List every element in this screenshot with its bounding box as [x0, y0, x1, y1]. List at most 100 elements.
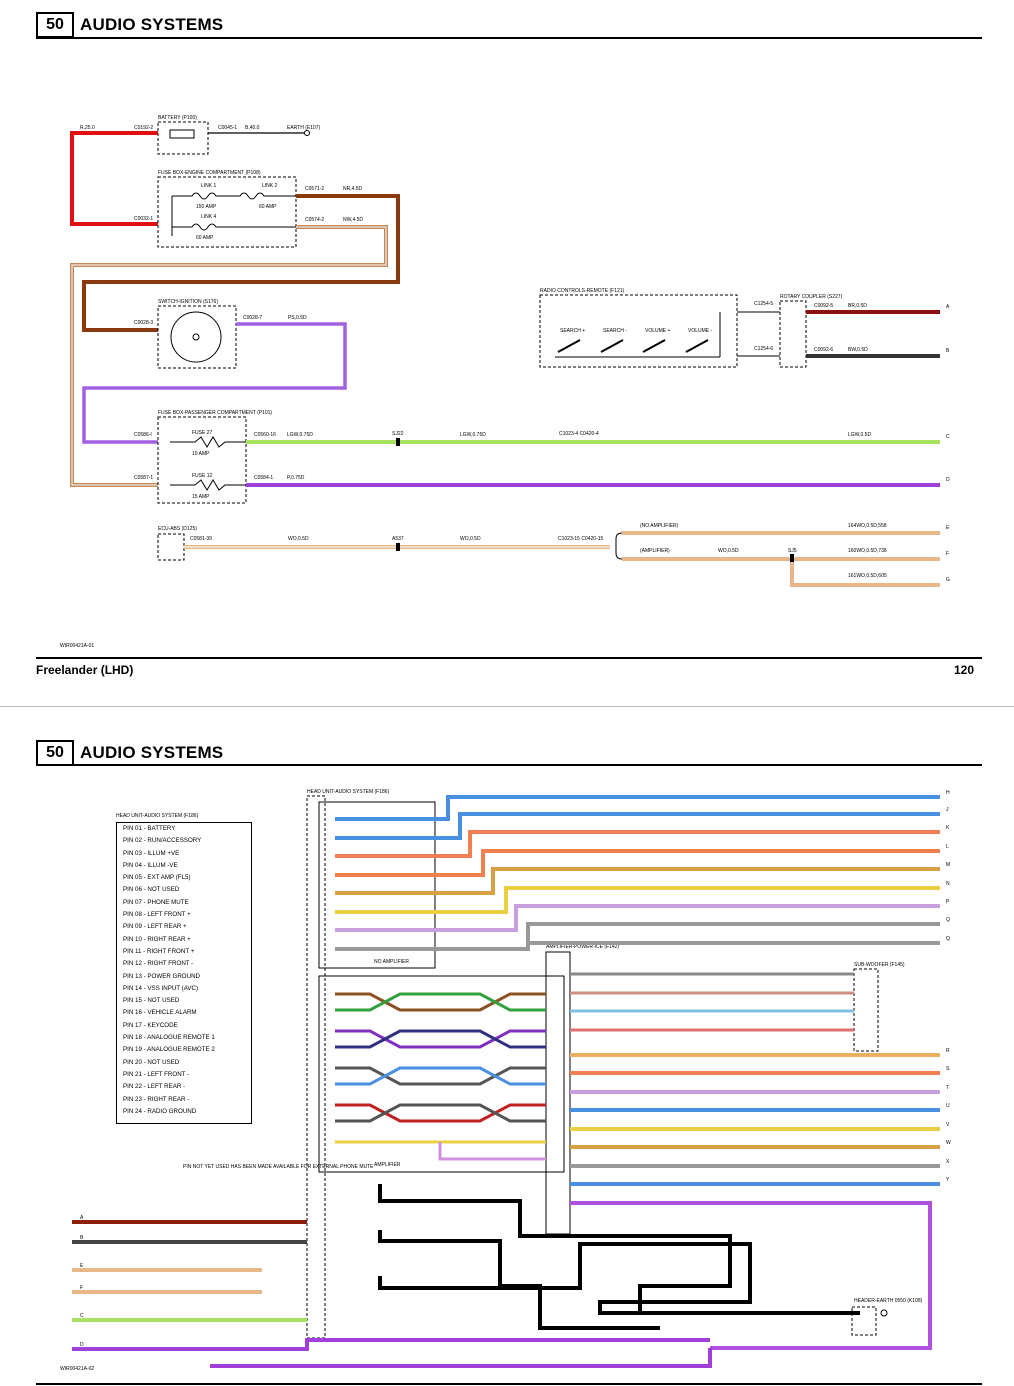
figure-code-1: WIR00421A-01 [60, 643, 94, 649]
wire-pair-4a [335, 1103, 546, 1123]
wire-nw45-stripe [71, 226, 387, 486]
section-title-2: AUDIO SYSTEMS [80, 743, 224, 762]
label-rotary-coupler: ROTARY COUPLER (S227) [780, 294, 843, 300]
earth-terminal [304, 130, 310, 136]
footer-rule-2 [36, 1383, 982, 1385]
pin-row: PIN 24 - RADIO GROUND [123, 1107, 197, 1115]
left-wire-d [72, 1338, 710, 1351]
conn-c1023-15: C1023-15 C0420-15 [558, 536, 604, 542]
wire-label-wo2: WO,0.5D [460, 536, 481, 542]
conn-c0560: C0560-16 [254, 432, 276, 438]
pin-row: PIN 21 - LEFT FRONT - [123, 1070, 190, 1078]
conn-c1254-5: C1254-5 [754, 301, 773, 307]
wire-label-nw45: NW,4.5D [343, 217, 363, 223]
label-link4-amp: 60 AMP [196, 235, 214, 241]
pin-row: PIN 04 - ILLUM -VE [123, 861, 178, 869]
wire-label-lgw2: LGW,0.75D [460, 432, 486, 438]
wire-code-e: 164WO,0.5D,558 [848, 523, 887, 529]
pin-row: PIN 16 - VEHICLE ALARM [123, 1009, 197, 1017]
label-fuse12: FUSE 12 [192, 473, 213, 479]
pin-note-text: PIN NOT YET USED HAS BEEN MADE AVAILABLE… [183, 1164, 374, 1170]
label-fusebox-passenger: FUSE BOX-PASSENGER COMPARTMENT (P101) [158, 410, 272, 416]
pin-row: PIN 10 - RIGHT REAR + [123, 935, 191, 943]
left-label-b: B [80, 1235, 84, 1241]
conn-c0092-5: C0092-5 [814, 303, 833, 309]
wire-py-branch [438, 1142, 546, 1161]
label-fuse27: FUSE 27 [192, 430, 213, 436]
wire-pk-amp [570, 1201, 932, 1350]
end-label-y: Y [946, 1177, 950, 1183]
fusebox-passenger-box [157, 416, 247, 504]
pin-row: PIN 06 - NOT USED [123, 886, 180, 894]
label-link1: LINK 1 [201, 183, 217, 189]
pin-row: PIN 03 - ILLUM +VE [123, 849, 180, 857]
no-amp-group [318, 801, 436, 969]
wire-label-r25: R,25.0 [80, 125, 95, 131]
end-label-v: V [946, 1122, 950, 1128]
end-label-q: Q [946, 917, 950, 923]
label-fuse12-amp: 15 AMP [192, 494, 210, 500]
subwoofer-box [853, 968, 879, 1052]
left-label-e: E [80, 1263, 84, 1269]
conn-c0032: C0032-1 [134, 216, 153, 222]
label-no-amp-box: NO AMPLIFIER [374, 959, 409, 965]
splice-sj22-mark [396, 438, 400, 446]
battery-feed-wire [70, 131, 158, 226]
pin-row: PIN 02 - RUN/ACCESSORY [123, 837, 202, 845]
section-number-2: 50 [36, 740, 74, 766]
wire-n [335, 886, 940, 914]
end-label-t: T [946, 1085, 949, 1091]
end-label-a: A [946, 304, 950, 310]
option-bracket [615, 532, 623, 560]
fuse12-symbol [170, 479, 246, 491]
footer-rule [36, 657, 982, 659]
wire-label-ps: PS,0.5D [288, 315, 307, 321]
wire-p [335, 904, 940, 932]
switch-search-minus: SEARCH - [603, 328, 627, 334]
label-switch-ignition: SWITCH-IGNITION (S176) [158, 299, 218, 305]
wire-label-nr45: NR,4.5D [343, 186, 363, 192]
head-unit-box [306, 795, 326, 1339]
switch-volume-plus: VOLUME + [645, 328, 671, 334]
conn-c1023-4: C1023-4 C0420-4 [559, 431, 599, 437]
end-label-n: N [946, 881, 950, 887]
splice-sj5-mark [790, 554, 794, 562]
pin-row: PIN 19 - ANALOGUE REMOTE 2 [123, 1046, 215, 1054]
radio-controls-box [539, 294, 738, 368]
label-link1-amp: 150 AMP [196, 204, 217, 210]
ignition-switch-center [192, 333, 200, 341]
wire-label-wo1: WO,0.5D [288, 536, 309, 542]
label-amp-1: (AMPLIFIER) [640, 548, 670, 554]
end-label-s: S [946, 1066, 950, 1072]
label-fuse27-amp: 10 AMP [192, 451, 210, 457]
rotary-coupler-box [779, 300, 807, 368]
pin-row: PIN 18 - ANALOGUE REMOTE 1 [123, 1034, 215, 1042]
left-label-d: D [80, 1342, 84, 1348]
end-label-f: F [946, 551, 949, 557]
pin-row: PIN 22 - LEFT REAR - [123, 1083, 186, 1091]
conn-c0587: C0587-1 [134, 475, 153, 481]
pin-row: PIN 11 - RIGHT FRONT + [123, 947, 195, 955]
wire-h [335, 795, 940, 821]
wire-nr45 [82, 194, 400, 332]
figure-code-2: WIR00421A-02 [60, 1366, 94, 1372]
wire-label-b40: B,40.0 [245, 125, 260, 131]
pin-row: PIN 07 - PHONE MUTE [123, 898, 189, 906]
wire-label-bw: BW,0.5D [848, 347, 868, 353]
wire-label-lgw3: LGW,0.5D [848, 432, 871, 438]
footer-page-number: 120 [953, 663, 974, 677]
label-ecu-abs: ECU-ABS (D125) [158, 526, 197, 532]
end-label-x: X [946, 1159, 950, 1165]
label-head-unit: HEAD UNIT-AUDIO SYSTEM (F186) [307, 789, 390, 795]
ecu-abs-box [157, 533, 185, 561]
wire-pair-1b [335, 992, 546, 1012]
end-label-q2: Q [946, 936, 950, 942]
section-title: AUDIO SYSTEMS [80, 15, 224, 34]
amplifier-box [545, 951, 571, 1235]
footer-model: Freelander (LHD) [36, 663, 134, 677]
label-link2: LINK 2 [262, 183, 278, 189]
splice-sj22: SJ22 [392, 431, 404, 437]
conn-c0192: C0192-2 [134, 125, 153, 131]
header-earth-box [851, 1306, 877, 1336]
end-label-e: E [946, 525, 950, 531]
